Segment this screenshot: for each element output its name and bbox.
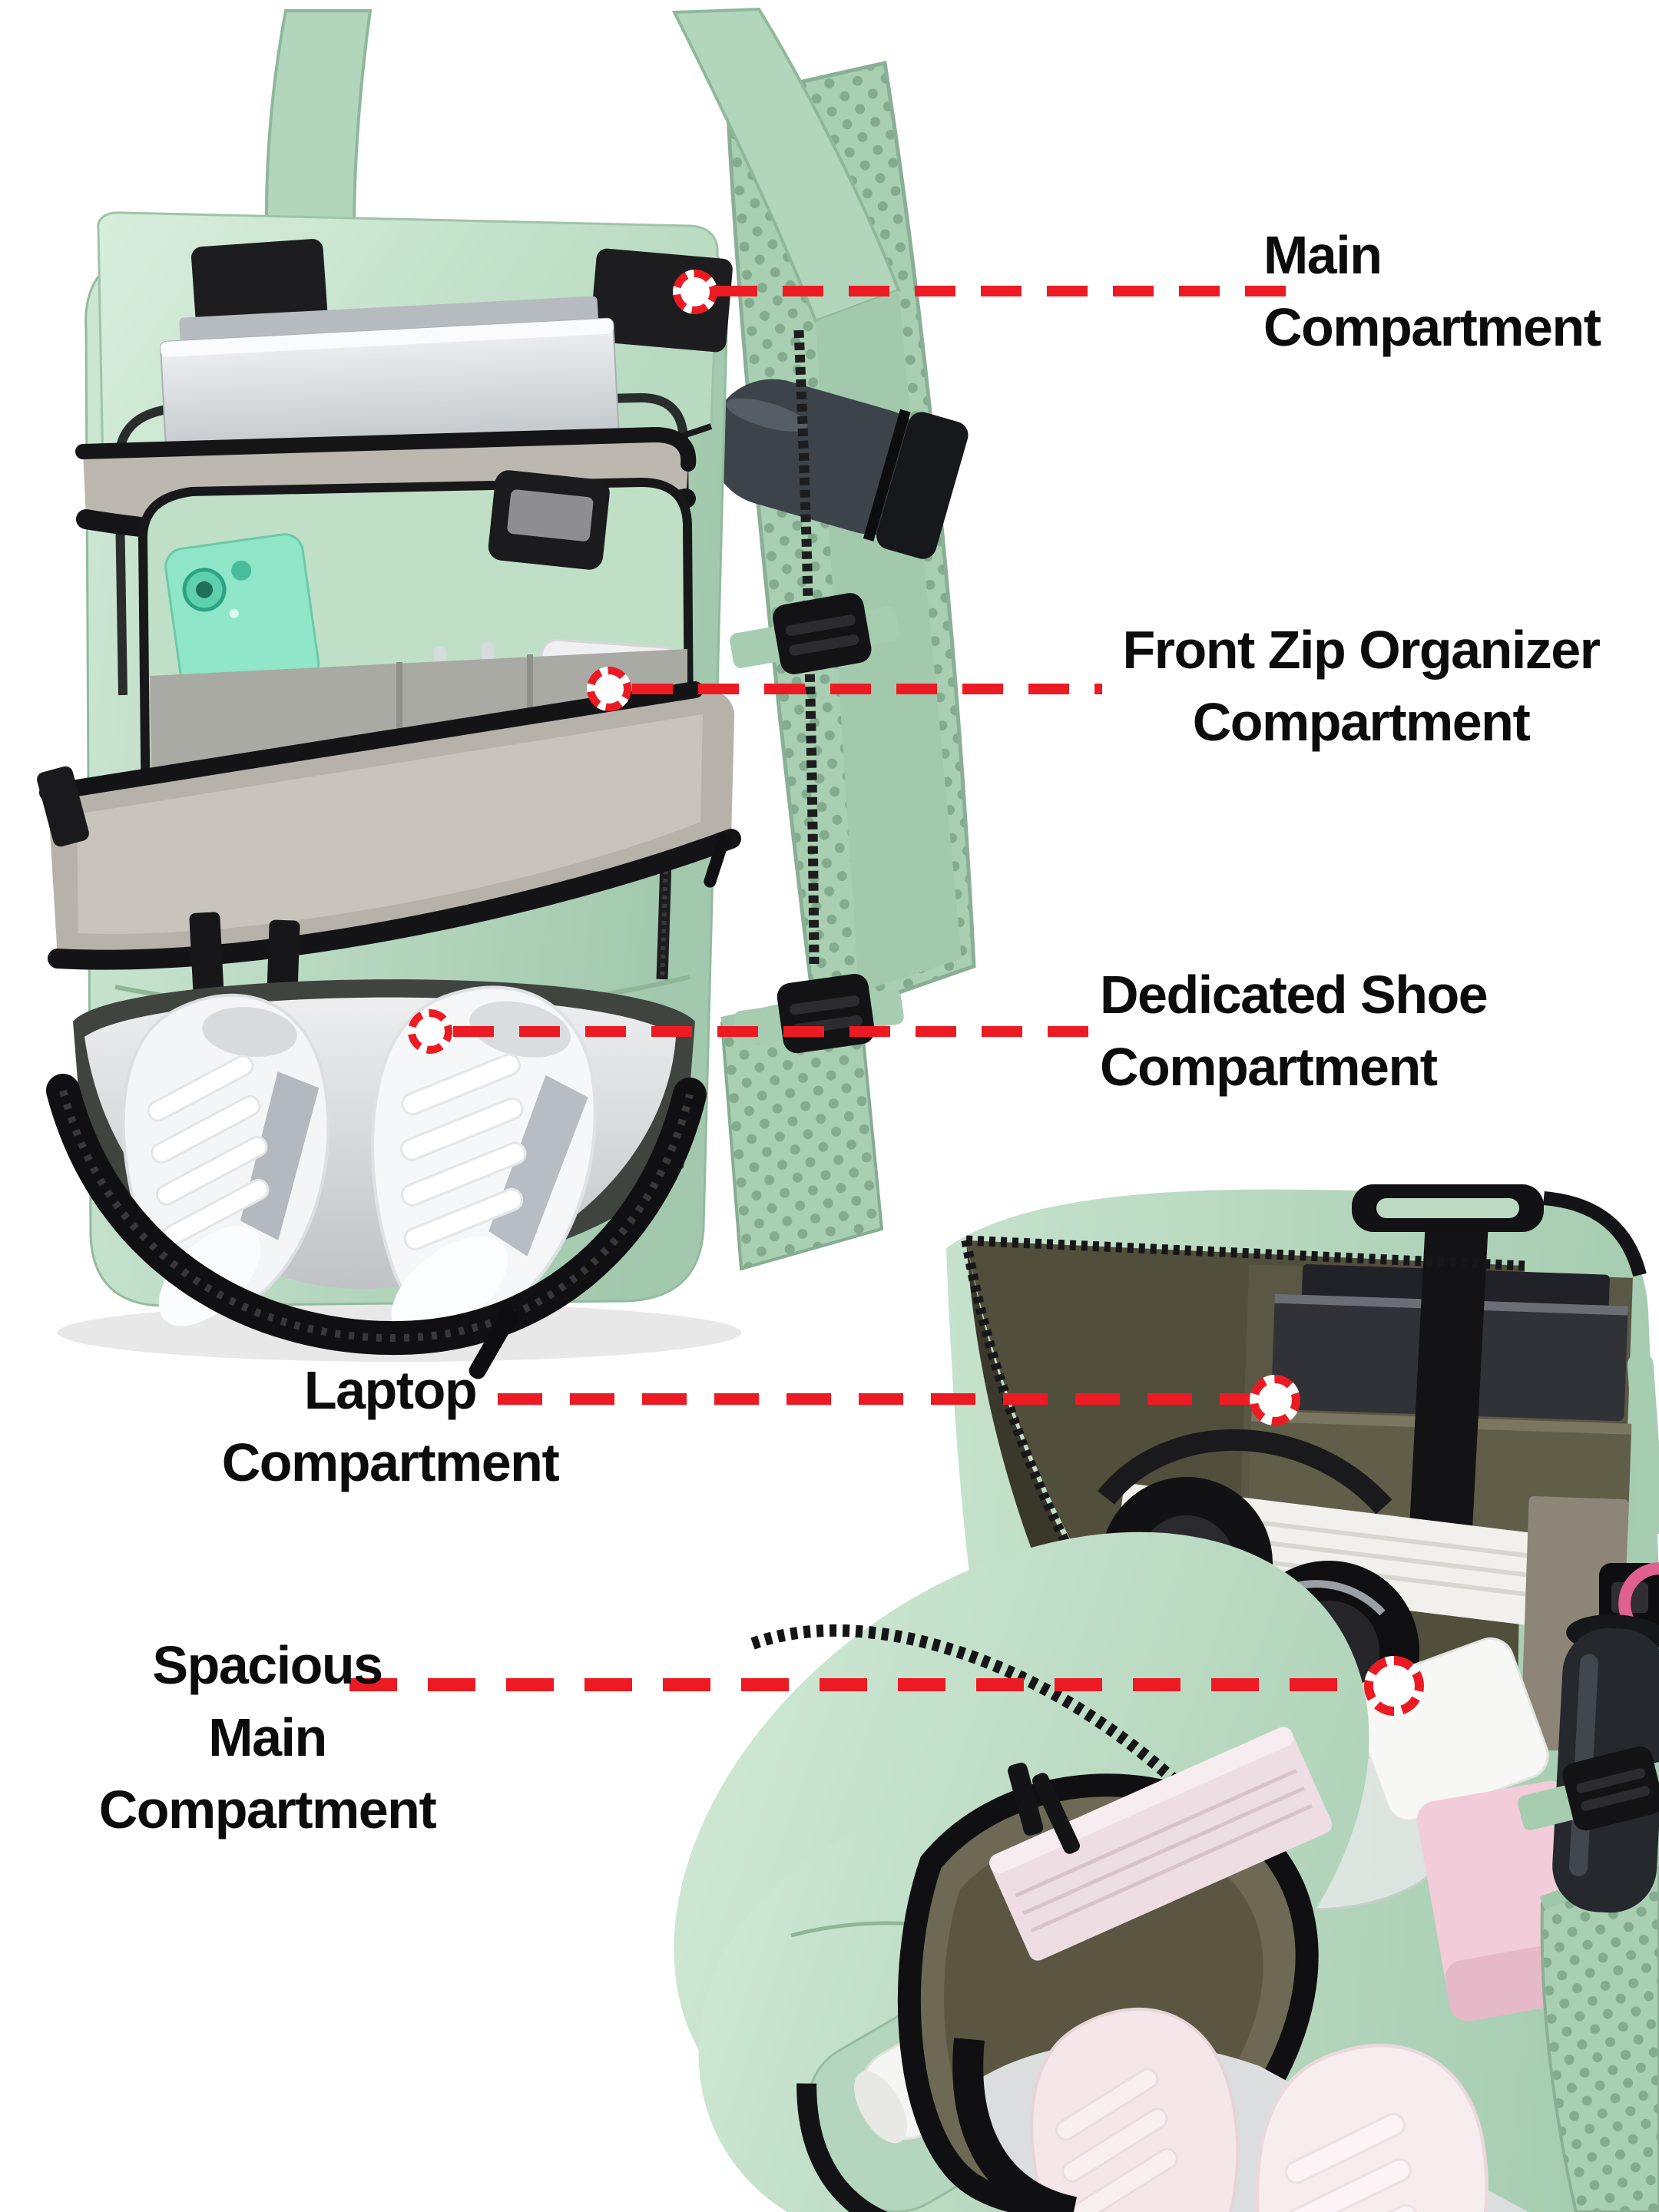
strap-clip-a (1008, 1763, 1044, 1836)
label-main-compartment: Main Compartment (1263, 225, 1601, 357)
label-front-zip: Front Zip Organizer Compartment (1122, 620, 1601, 752)
side-buckle-2 (1518, 1746, 1659, 1831)
opening-zipper-top (965, 1235, 1525, 1271)
top-handle (1352, 1184, 1544, 1232)
organizer-open-flap (39, 681, 741, 970)
leader-line-laptop (498, 1393, 1253, 1405)
tablet-laptop (160, 296, 620, 458)
white-sneaker-right (370, 985, 597, 1338)
black-velcro-handle (488, 470, 610, 570)
side-handle-strap (1627, 1352, 1659, 1536)
leader-line-front-zip (632, 684, 1102, 694)
mesh-bottle-pocket (1540, 1856, 1659, 2212)
pink-sneaker-left (1030, 2007, 1240, 2212)
shoe-compartment-open (46, 979, 707, 1379)
sleeve-strap (1408, 1212, 1489, 1553)
shoe-zipper-rim-2 (952, 2038, 1078, 2212)
shoe-compartment-open-2 (952, 2007, 1528, 2212)
marker-shoe (408, 1009, 452, 1054)
front-view-backpack (37, 7, 976, 1379)
label-spacious: Spacious Main Compartment (98, 1635, 437, 1839)
leader-line-main-compartment (717, 286, 1306, 296)
compression-buckle-upper (730, 593, 900, 674)
strap-clip-b (1031, 1773, 1081, 1854)
marker-laptop (1250, 1375, 1300, 1426)
leader-line-shoe (453, 1026, 1102, 1037)
marker-main-compartment (673, 270, 717, 314)
pink-sneaker-right (1255, 2043, 1488, 2212)
label-shoe: Dedicated Shoe Compartment (1100, 965, 1488, 1097)
side-strap-adjuster (37, 766, 89, 847)
dark-bottle (709, 379, 969, 559)
label-laptop: Laptop Compartment (221, 1360, 560, 1492)
mint-phone (164, 533, 320, 699)
shoe-zipper-rim (46, 1074, 707, 1356)
marker-spacious (1364, 1656, 1424, 1716)
marker-front-zip (587, 667, 631, 711)
leader-line-spacious (349, 1678, 1373, 1691)
top-trim (1543, 1191, 1647, 1277)
zipper-pull (469, 1307, 519, 1379)
